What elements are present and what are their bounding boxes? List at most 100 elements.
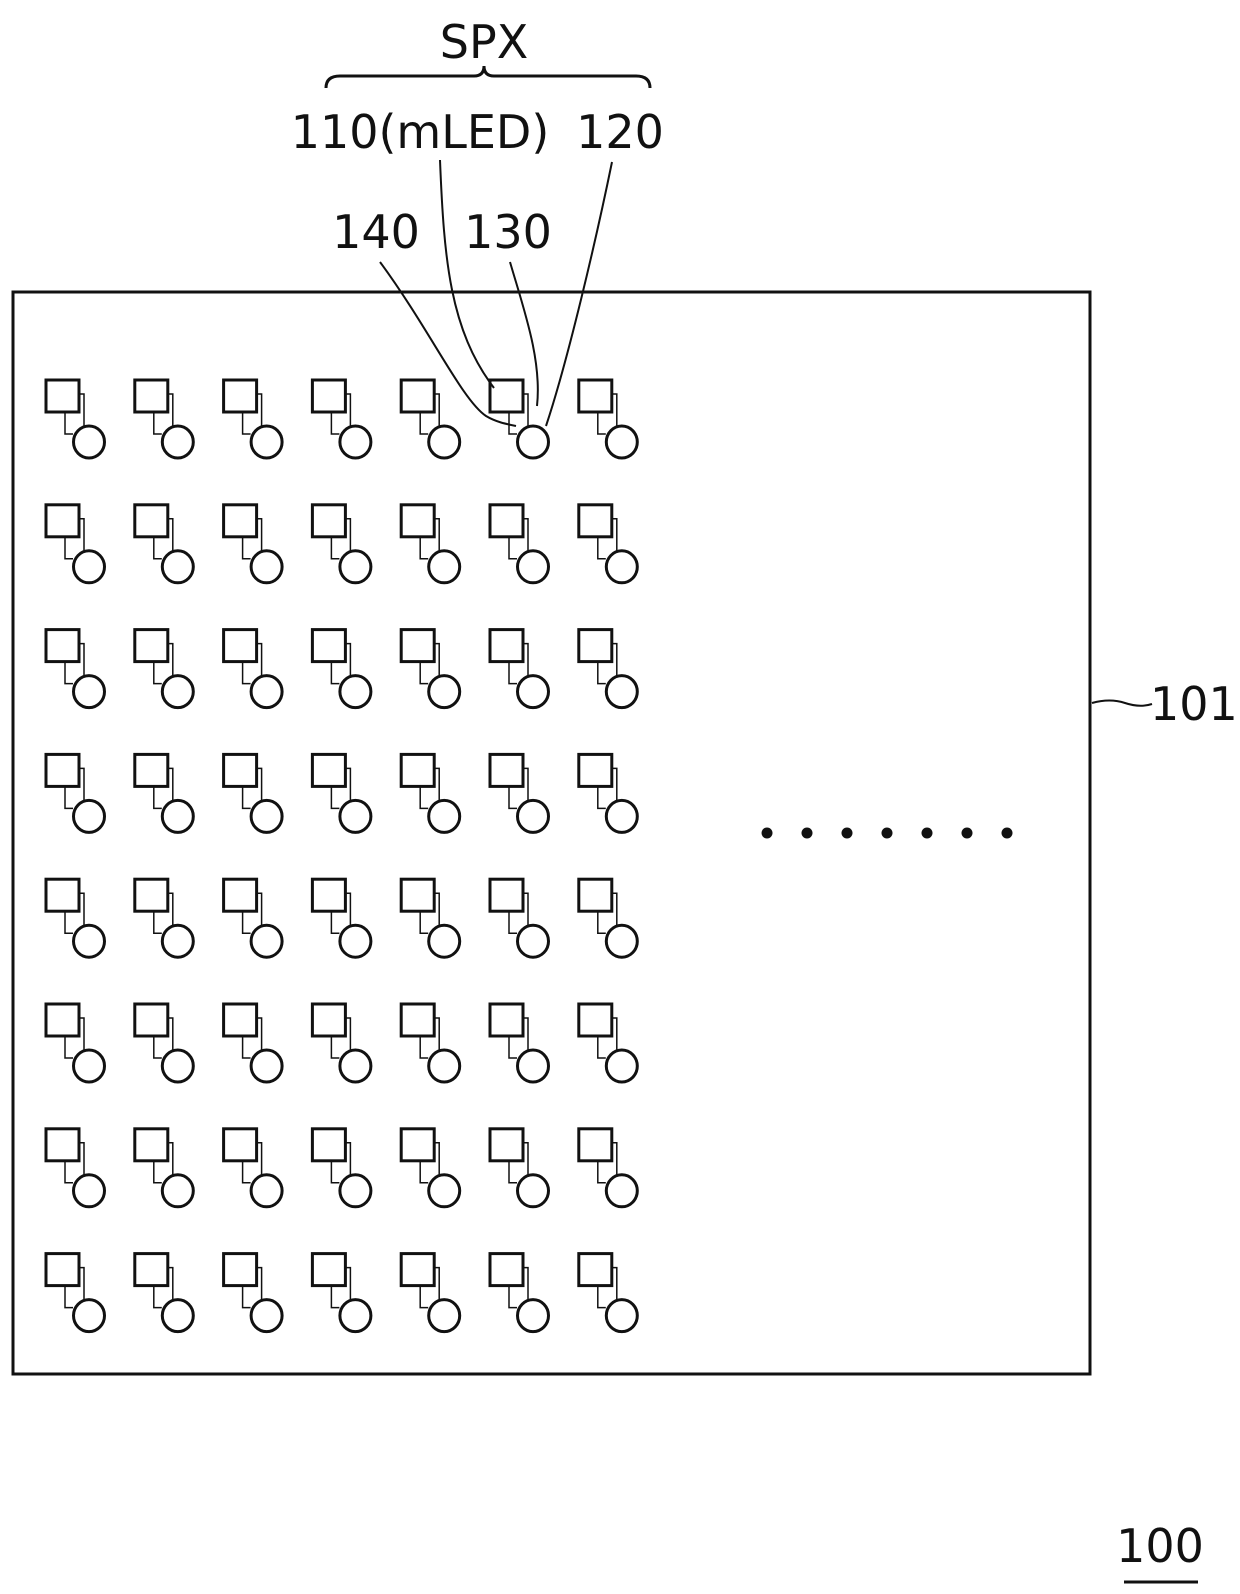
- sub-pixel: [46, 1254, 105, 1332]
- sub-pixel: [135, 630, 194, 708]
- sub-pixel: [224, 380, 283, 458]
- led-chip: [312, 505, 345, 537]
- sub-pixel: [579, 1004, 638, 1082]
- led-chip: [312, 1129, 345, 1161]
- led-chip: [46, 1129, 79, 1161]
- wire-left: [65, 1286, 73, 1308]
- led-chip: [579, 1129, 612, 1161]
- wire-left: [331, 1161, 339, 1183]
- pad-circle: [518, 426, 549, 458]
- led-chip: [401, 1254, 434, 1286]
- label-110-mled: 110(mLED): [291, 105, 550, 159]
- led-chip: [401, 630, 434, 662]
- led-chip: [401, 505, 434, 537]
- pad-circle: [251, 925, 282, 957]
- wire-left: [154, 1161, 162, 1183]
- wire-left: [598, 412, 606, 434]
- pad-circle: [162, 1300, 193, 1332]
- pad-circle: [606, 676, 637, 708]
- led-chip: [579, 1254, 612, 1286]
- led-chip: [490, 380, 523, 412]
- led-chip: [224, 505, 257, 537]
- wire-left: [243, 786, 251, 808]
- ellipsis-dot: [962, 828, 973, 839]
- wire-left: [509, 1286, 517, 1308]
- pad-circle: [74, 925, 105, 957]
- wire-left: [331, 412, 339, 434]
- led-chip: [224, 1004, 257, 1036]
- pad-circle: [606, 1300, 637, 1332]
- wire-left: [65, 537, 73, 559]
- sub-pixel-array: [46, 380, 637, 1332]
- pad-circle: [518, 551, 549, 583]
- pad-circle: [518, 925, 549, 957]
- led-chip: [490, 1129, 523, 1161]
- label-spx: SPX: [440, 15, 528, 69]
- label-130: 130: [464, 205, 552, 259]
- wire-left: [154, 1036, 162, 1058]
- wire-left: [420, 786, 428, 808]
- pad-circle: [340, 1050, 371, 1082]
- pad-circle: [429, 551, 460, 583]
- ellipsis-dot: [802, 828, 813, 839]
- label-120: 120: [576, 105, 664, 159]
- sub-pixel: [579, 879, 638, 957]
- sub-pixel: [135, 1129, 194, 1207]
- sub-pixel: [135, 380, 194, 458]
- led-chip: [579, 630, 612, 662]
- led-chip: [224, 1129, 257, 1161]
- led-chip: [224, 630, 257, 662]
- sub-pixel: [224, 1254, 283, 1332]
- led-chip: [579, 380, 612, 412]
- sub-pixel: [46, 380, 105, 458]
- led-chip: [401, 754, 434, 786]
- led-chip: [401, 1129, 434, 1161]
- sub-pixel: [490, 1129, 549, 1207]
- sub-pixel: [224, 879, 283, 957]
- wire-left: [598, 786, 606, 808]
- pad-circle: [429, 1175, 460, 1207]
- pad-circle: [74, 1175, 105, 1207]
- wire-left: [598, 911, 606, 933]
- led-chip: [135, 505, 168, 537]
- sub-pixel: [312, 1129, 371, 1207]
- wire-left: [331, 786, 339, 808]
- ellipsis-dot: [762, 828, 773, 839]
- led-chip: [46, 754, 79, 786]
- wire-left: [331, 1036, 339, 1058]
- led-chip: [135, 1129, 168, 1161]
- sub-pixel: [46, 754, 105, 832]
- pad-circle: [251, 800, 282, 832]
- sub-pixel: [490, 630, 549, 708]
- led-chip: [135, 1254, 168, 1286]
- sub-pixel: [579, 1254, 638, 1332]
- wire-left: [420, 1286, 428, 1308]
- sub-pixel: [46, 1129, 105, 1207]
- pad-circle: [162, 1050, 193, 1082]
- led-chip: [490, 879, 523, 911]
- wire-left: [65, 1036, 73, 1058]
- sub-pixel: [401, 505, 460, 583]
- led-chip: [312, 1254, 345, 1286]
- ellipsis-dot: [882, 828, 893, 839]
- wire-left: [65, 662, 73, 684]
- pad-circle: [518, 800, 549, 832]
- wire-left: [154, 412, 162, 434]
- wire-left: [509, 662, 517, 684]
- sub-pixel: [490, 879, 549, 957]
- pad-circle: [340, 800, 371, 832]
- pad-circle: [162, 925, 193, 957]
- led-chip: [224, 380, 257, 412]
- led-chip: [490, 630, 523, 662]
- pad-circle: [251, 1050, 282, 1082]
- label-101: 101: [1150, 677, 1238, 731]
- pad-circle: [340, 551, 371, 583]
- pad-circle: [74, 426, 105, 458]
- sub-pixel: [579, 380, 638, 458]
- label-100: 100: [1116, 1519, 1204, 1573]
- ellipsis-dot: [1002, 828, 1013, 839]
- wire-left: [420, 537, 428, 559]
- pad-circle: [429, 676, 460, 708]
- pad-circle: [74, 1300, 105, 1332]
- led-chip: [46, 1254, 79, 1286]
